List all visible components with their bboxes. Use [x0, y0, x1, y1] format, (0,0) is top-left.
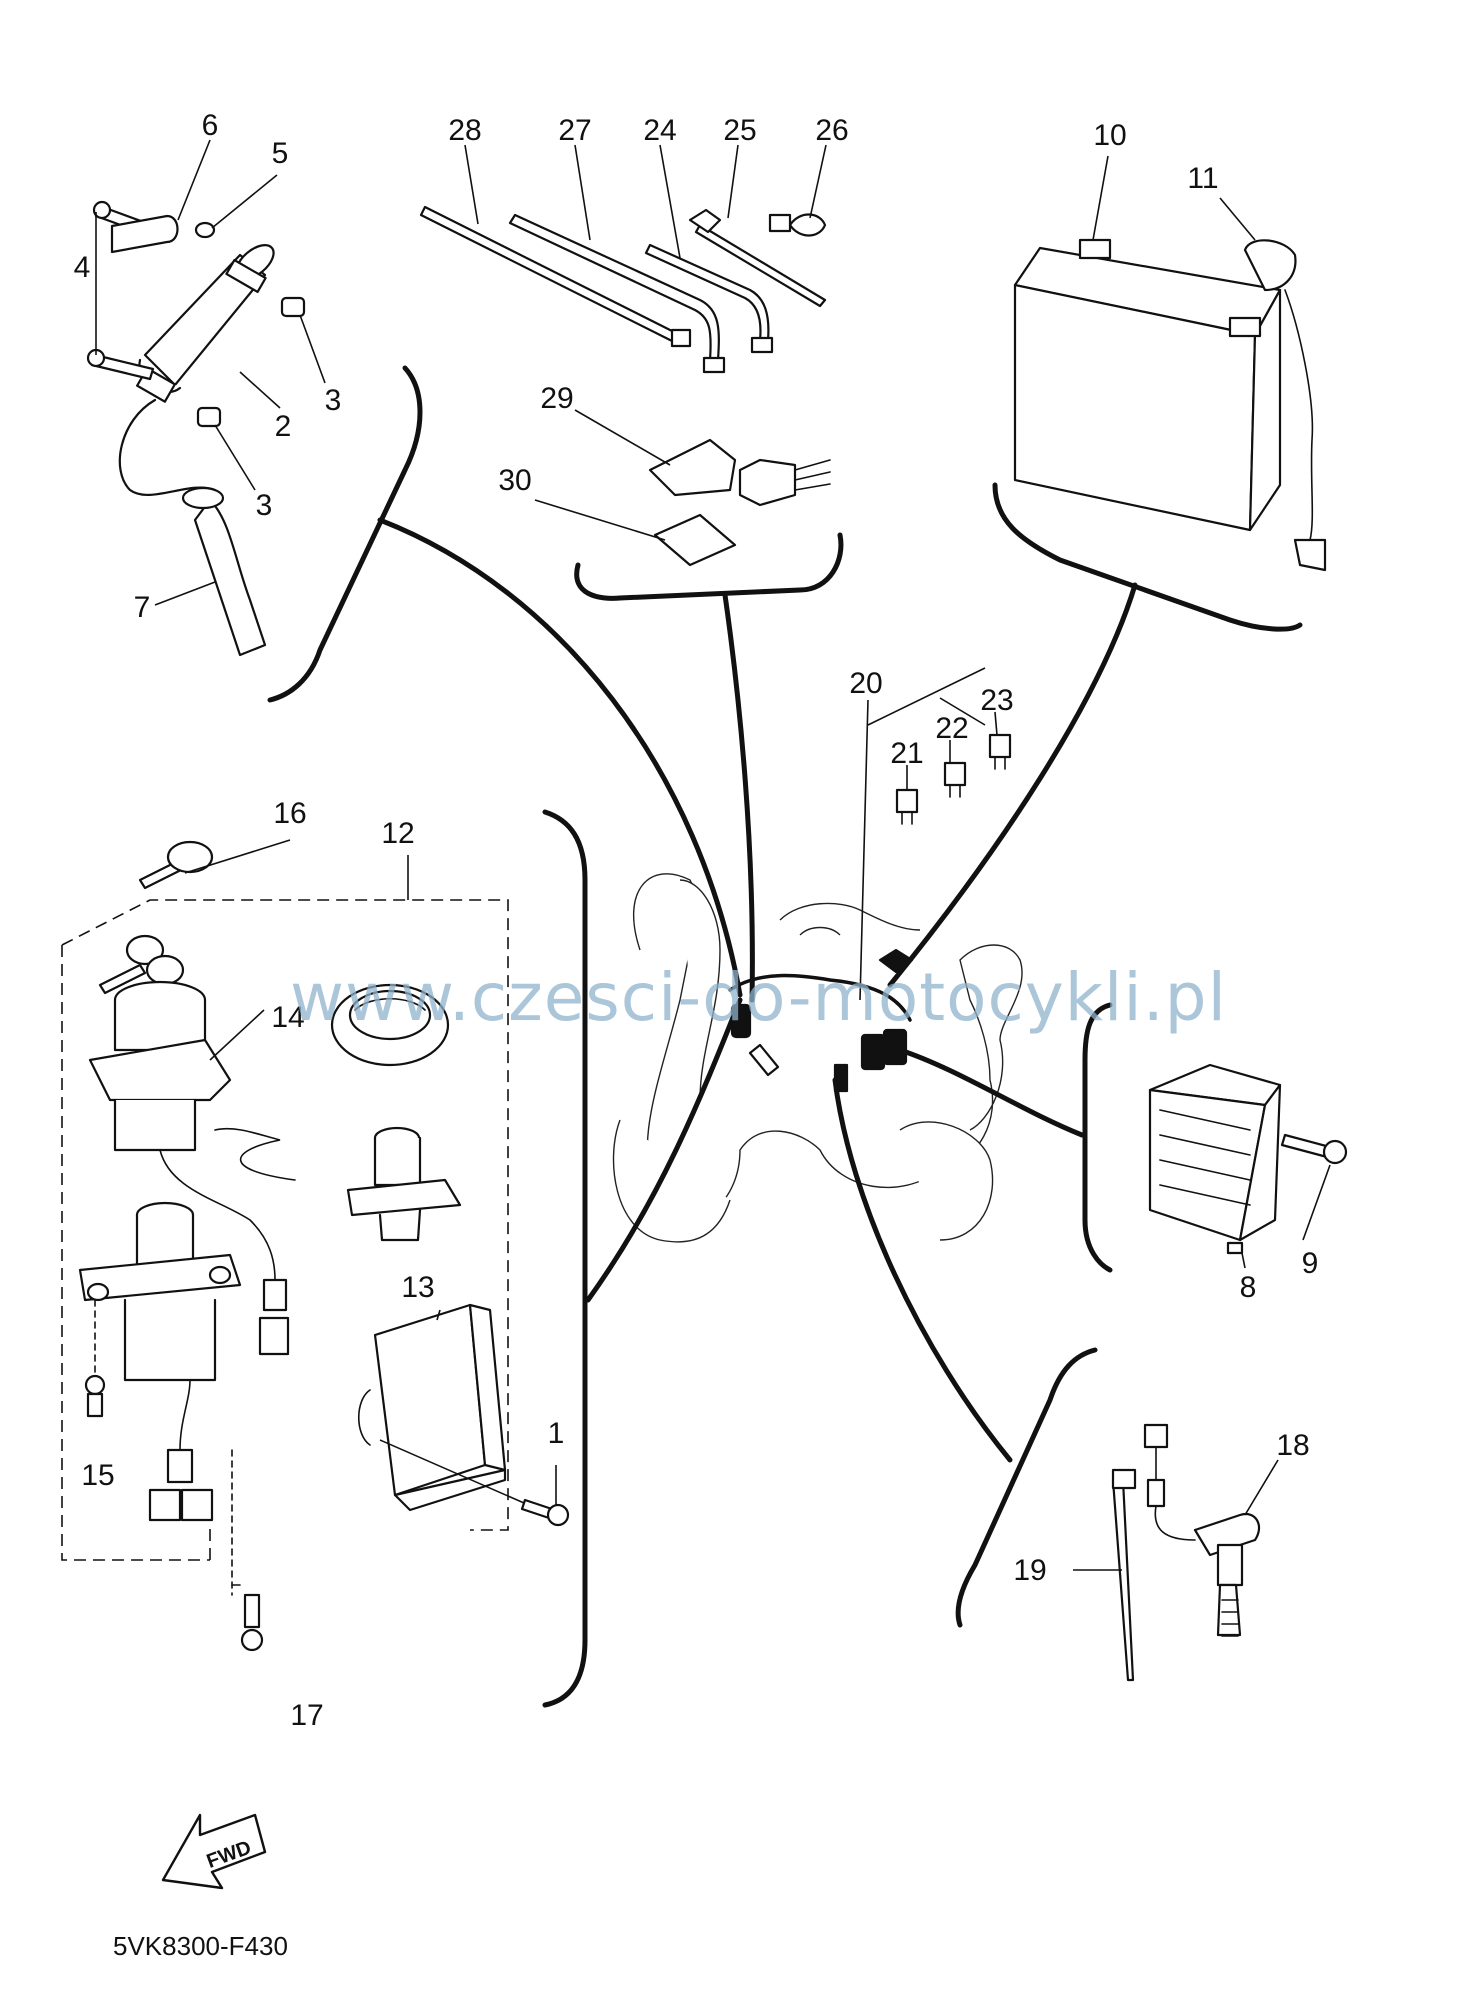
- callout-19: 19: [1013, 1554, 1046, 1587]
- callout-22: 22: [935, 712, 968, 745]
- callout-3-lower: 3: [256, 489, 273, 522]
- callout-7: 7: [134, 591, 151, 624]
- diagram-code: 5VK8300-F430: [113, 1931, 288, 1961]
- callout-25: 25: [723, 114, 756, 147]
- callout-12: 12: [381, 817, 414, 850]
- callout-20: 20: [849, 667, 882, 700]
- callout-labels: 1 2 3 3 4 5 6 7 8 9 10 11 12 13 14 15 16…: [74, 109, 1319, 1732]
- callout-10: 10: [1093, 119, 1126, 152]
- callout-2: 2: [275, 410, 292, 443]
- callout-29: 29: [540, 382, 573, 415]
- callout-1: 1: [548, 1417, 565, 1450]
- fuse-group: [867, 667, 1012, 825]
- motorcycle-outline: [612, 873, 1023, 1243]
- callout-14: 14: [271, 1001, 304, 1034]
- callout-3-upper: 3: [325, 384, 342, 417]
- callout-8: 8: [1240, 1271, 1257, 1304]
- callout-18: 18: [1276, 1429, 1309, 1462]
- callout-4: 4: [74, 251, 91, 284]
- callout-11: 11: [1187, 162, 1218, 195]
- callout-28: 28: [448, 114, 481, 147]
- main-switch-group: [61, 840, 570, 1652]
- callout-23: 23: [980, 684, 1013, 717]
- callout-6: 6: [202, 109, 219, 142]
- callout-leaders: [95, 139, 1331, 1571]
- callout-9: 9: [1302, 1247, 1319, 1280]
- callout-5: 5: [272, 137, 289, 170]
- wire-harness-center: [728, 948, 914, 1093]
- neutral-switch-group: [1111, 1423, 1261, 1682]
- callout-17: 17: [290, 1699, 323, 1732]
- callout-30: 30: [498, 464, 531, 497]
- rectifier-group: [1148, 1063, 1348, 1255]
- coupler-group: [648, 438, 831, 567]
- cable-ties-group: [419, 205, 827, 374]
- fwd-arrow: FWD: [161, 1813, 267, 1890]
- battery-group: [1013, 238, 1327, 572]
- callout-26: 26: [815, 114, 848, 147]
- callout-27: 27: [558, 114, 591, 147]
- watermark: www.czesci-do-motocykli.pl: [290, 959, 1227, 1036]
- callout-24: 24: [643, 114, 676, 147]
- callout-21: 21: [890, 737, 923, 770]
- group-brackets: [267, 365, 1303, 1708]
- callout-15: 15: [81, 1459, 114, 1492]
- callout-16: 16: [273, 797, 306, 830]
- ignition-coil-group: [86, 200, 306, 657]
- callout-13: 13: [401, 1271, 434, 1304]
